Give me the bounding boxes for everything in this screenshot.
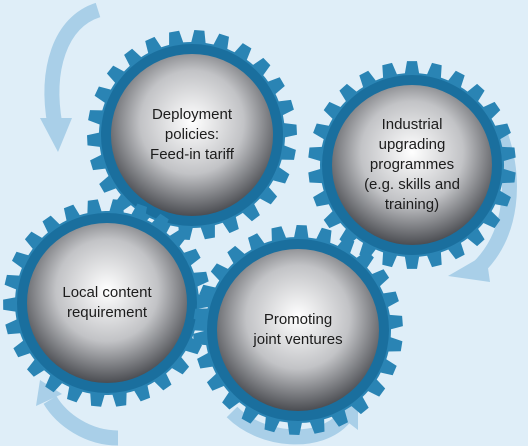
cycle-arrow-bottom-left [43,395,119,446]
cycle-arrow-right [472,125,517,274]
cycle-arrow-top-left [44,2,101,127]
gear-label-industrial: Industrial upgrading programmes (e.g. sk… [364,116,460,213]
gear-disc [217,249,379,411]
gear-label-joint: Promoting joint ventures [253,311,343,348]
gear-disc [111,54,273,216]
gear-local [3,199,211,407]
cycle-arrow-right-head [448,254,490,282]
gear-disc [332,85,492,245]
gear-industrial [308,61,516,269]
gear-disc [27,223,187,383]
gear-deployment [87,30,297,240]
cycle-arrow-top-left-head [40,118,72,152]
gear-joint [193,225,403,435]
cycle-arrow-bottom-left-head [36,380,62,406]
gear-label-local: Local content requirement [62,284,152,321]
gear-label-deployment: Deployment policies: Feed-in tariff [150,106,234,163]
cycle-arrow-bottom-center [226,406,350,445]
